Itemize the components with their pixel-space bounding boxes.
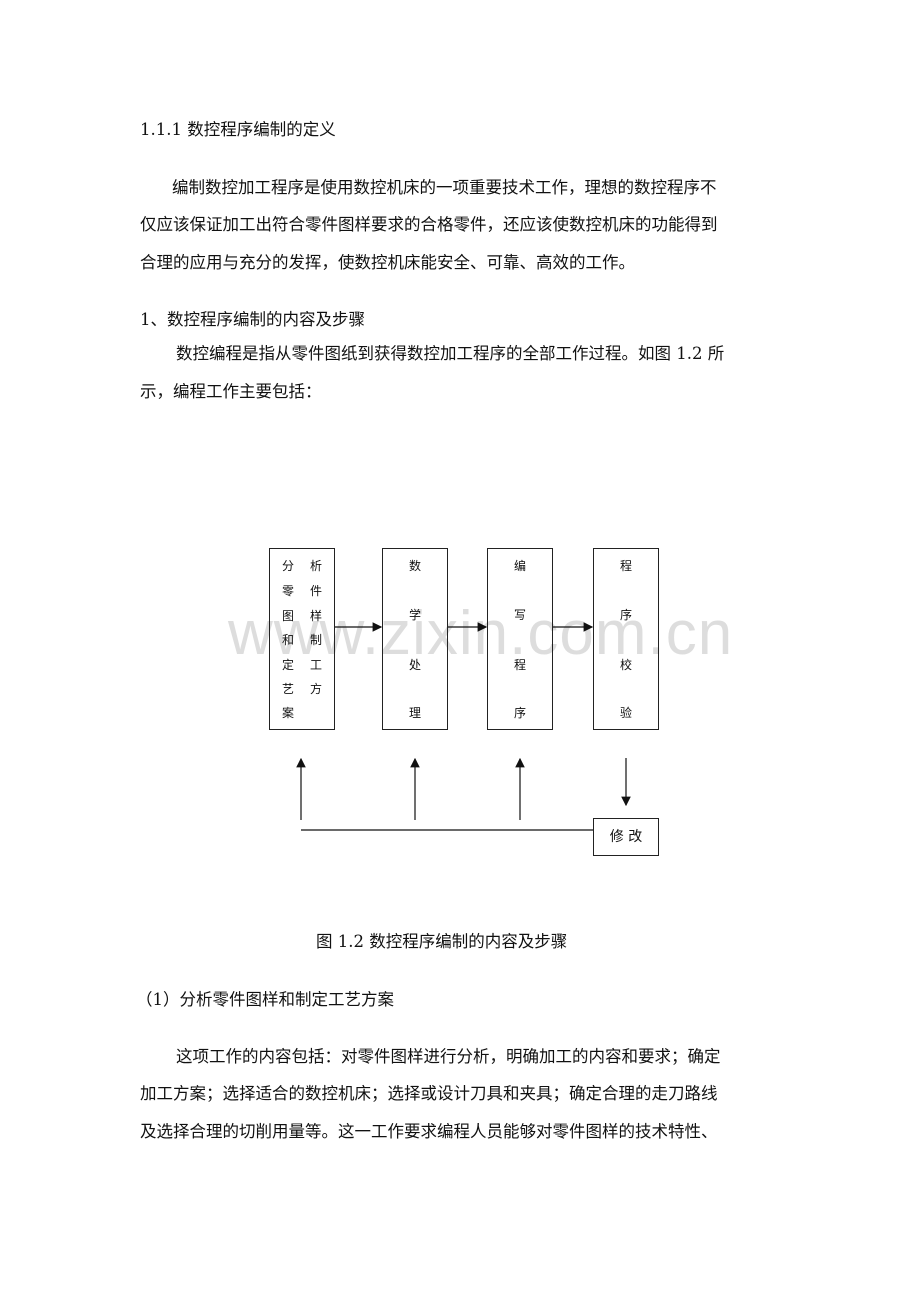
diagram-char: 方 <box>309 682 322 696</box>
diagram-char: 理 <box>408 706 421 720</box>
revise-label: 修 改 <box>609 829 643 845</box>
diagram-char: 制 <box>309 633 322 647</box>
diagram-char: 校 <box>619 658 632 672</box>
paragraph-line: 及选择合理的切削用量等。这一工作要求编程人员能够对零件图样的技术特性、 <box>140 1122 718 1141</box>
section-heading: 1.1.1 数控程序编制的定义 <box>140 120 336 139</box>
paragraph-line: 示，编程工作主要包括： <box>140 382 322 401</box>
figure-caption: 图 1.2 数控程序编制的内容及步骤 <box>316 932 568 951</box>
diagram-char: 图 <box>281 609 294 623</box>
paragraph-line: 仅应该保证加工出符合零件图样要求的合格零件，还应该使数控机床的功能得到 <box>140 215 718 234</box>
diagram-char: 分 <box>281 559 294 573</box>
paragraph-line: 编制数控加工程序是使用数控机床的一项重要技术工作，理想的数控程序不 <box>172 178 717 197</box>
diagram-char: 序 <box>619 608 632 622</box>
diagram-char: 程 <box>513 658 526 672</box>
diagram-char: 艺 <box>281 682 294 696</box>
diagram-char: 案 <box>281 706 294 720</box>
diagram-char: 数 <box>408 559 421 573</box>
diagram-char: 处 <box>408 658 421 672</box>
diagram-char: 和 <box>281 633 294 647</box>
diagram-char: 验 <box>619 706 632 720</box>
diagram-char: 程 <box>619 559 632 573</box>
diagram-char: 零 <box>281 584 294 598</box>
item-heading: （1）分析零件图样和制定工艺方案 <box>136 990 394 1009</box>
diagram-char: 析 <box>309 559 322 573</box>
diagram-char: 样 <box>309 609 322 623</box>
diagram-char: 定 <box>281 658 294 672</box>
step-box-write <box>487 548 553 730</box>
revise-box <box>593 818 659 856</box>
subsection-heading: 1、数控程序编制的内容及步骤 <box>140 310 365 329</box>
diagram-char: 工 <box>309 658 322 672</box>
diagram-char: 序 <box>513 706 526 720</box>
paragraph-line: 合理的应用与充分的发挥，使数控机床能安全、可靠、高效的工作。 <box>140 253 635 272</box>
step-box-analyze <box>269 548 335 730</box>
step-box-verify <box>593 548 659 730</box>
step-box-math <box>382 548 448 730</box>
diagram-char: 学 <box>408 608 421 622</box>
watermark: www.zixin.com.cn <box>228 599 734 668</box>
diagram-char: 件 <box>309 584 322 598</box>
paragraph-line: 加工方案；选择适合的数控机床；选择或设计刀具和夹具；确定合理的走刀路线 <box>140 1084 718 1103</box>
diagram-char: 写 <box>513 608 526 622</box>
paragraph-line: 数控编程是指从零件图纸到获得数控加工程序的全部工作过程。如图 1.2 所 <box>176 344 725 363</box>
diagram-char: 编 <box>513 559 526 573</box>
paragraph-line: 这项工作的内容包括：对零件图样进行分析，明确加工的内容和要求；确定 <box>176 1047 721 1066</box>
